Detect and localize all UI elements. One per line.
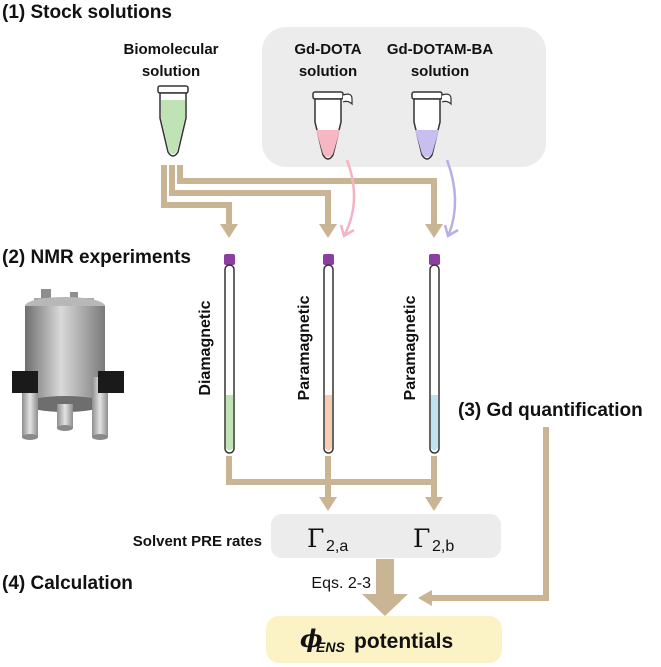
equations-label: Eqs. 2-3 [311,575,371,592]
nmr-spectrometer-icon [12,289,124,440]
gd-quant-arrow [418,427,549,606]
tube-label-paramagnetic-b: Paramagnetic [402,295,419,400]
gddotamba-solution-label: Gd-DOTAM-BA [387,41,494,58]
gddotamba-solution-tube-icon [411,91,452,160]
step-2-title: (2) NMR experiments [2,247,191,268]
gddota-solution-tube-icon [312,91,353,160]
tube-label-diamagnetic: Diamagnetic [197,300,214,395]
pre-rates-box [271,514,501,558]
gd-addition-arrows [339,159,459,238]
result-label: potentials [354,630,453,653]
bio-distribution-arrows [161,165,443,238]
step-3-title: (3) Gd quantification [458,400,643,421]
calculation-arrow [362,559,408,616]
gamma-2b-subscript: 2,b [432,538,454,555]
nmr-tube-paramagnetic-b-icon [429,254,440,454]
step-4-title: (4) Calculation [2,573,133,594]
gddota-solution-label-2: solution [299,63,357,80]
step-1-title: (1) Stock solutions [2,2,172,23]
gamma-2a-symbol: Γ [307,524,324,553]
nmr-to-pre-arrows [226,456,443,511]
nmr-tube-diamagnetic-icon [224,254,235,454]
bio-solution-tube-icon [157,85,189,157]
tube-label-paramagnetic-a: Paramagnetic [296,295,313,400]
gamma-2a-subscript: 2,a [326,538,348,555]
bio-solution-label: Biomolecular [123,41,218,58]
gddotamba-solution-label-2: solution [411,63,469,80]
gamma-2b-symbol: Γ [413,524,430,553]
bio-solution-label-2: solution [142,63,200,80]
nmr-tube-paramagnetic-a-icon [323,254,334,454]
result-ens-subscript: ENS [316,639,345,655]
pre-rates-label: Solvent PRE rates [133,533,262,550]
result-phi-symbol: ϕ [300,624,323,653]
gddota-solution-label: Gd-DOTA [294,41,361,58]
result-box [266,616,502,663]
